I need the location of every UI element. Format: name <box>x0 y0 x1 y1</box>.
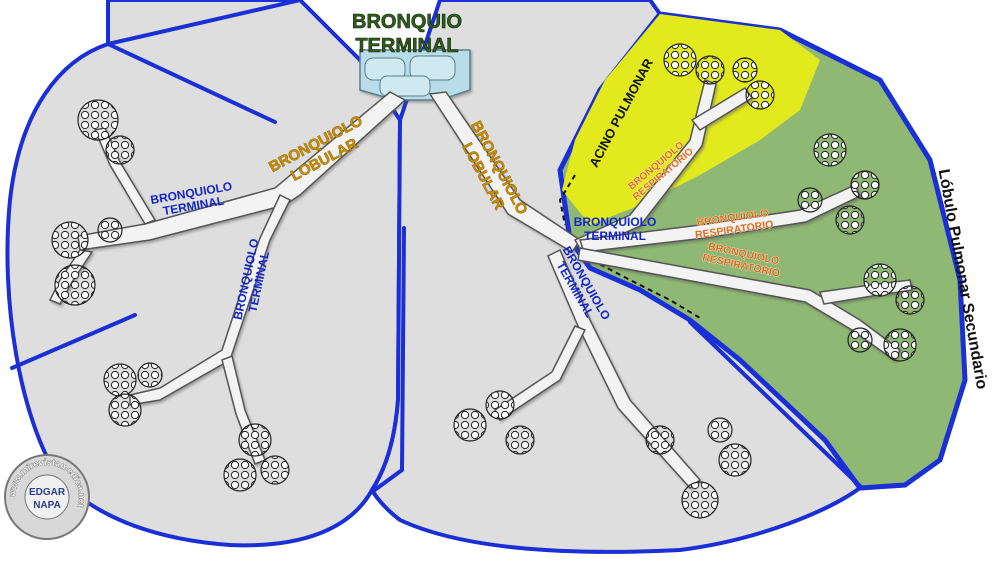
alveolar-sac <box>453 408 487 442</box>
septum-line <box>400 226 406 472</box>
alveolar-sac <box>847 327 873 353</box>
alveolar-sac <box>707 417 733 443</box>
alveolar-sac <box>54 264 96 306</box>
alveolar-sac <box>103 363 137 397</box>
alveolar-sac <box>695 55 725 85</box>
terminal-label-c-group: BRONQUIOLO TERMINAL <box>574 215 657 243</box>
alveolar-sac <box>663 43 697 77</box>
seal-center-line2: NAPA <box>33 500 61 511</box>
alveolar-sac <box>835 205 865 235</box>
alveolar-sac <box>718 443 752 477</box>
alveolar-sac <box>732 57 758 83</box>
interlobular-septa <box>10 0 864 494</box>
alveolar-sac <box>260 455 290 485</box>
lobule-regions <box>5 0 968 554</box>
alveolar-sac <box>645 425 675 455</box>
alveolar-sac <box>485 390 515 420</box>
acinus-dashed-border <box>558 174 576 226</box>
alveolar-sac <box>863 263 897 297</box>
watermark-seal: www.mirevistamedica.net EDGAR NAPA <box>4 454 90 540</box>
alveolar-sac <box>681 481 719 519</box>
alveolar-sac <box>223 458 257 492</box>
terminal-label-c-2: TERMINAL <box>584 229 646 243</box>
alveolar-sac <box>238 423 272 457</box>
alveolar-sac <box>505 425 535 455</box>
seal-inner <box>24 474 70 520</box>
bronquio-terminal-label: BRONQUIO <box>352 11 462 33</box>
septum-line <box>688 320 864 490</box>
bronquio-terminal-label-2: TERMINAL <box>355 35 458 57</box>
alveolar-sac <box>77 99 119 141</box>
alveolar-sac <box>797 187 823 213</box>
alveolar-sac <box>813 133 847 167</box>
alveolar-sac <box>137 362 163 388</box>
terminal-bronchus <box>359 49 471 101</box>
alveolar-sac <box>895 285 925 315</box>
alveolar-sac <box>105 135 135 165</box>
septum-line <box>370 468 404 494</box>
alveolar-sac <box>745 80 775 110</box>
secondary-lobule-dashed-border <box>591 259 701 319</box>
alveolar-sac <box>883 328 917 362</box>
alveolar-sac <box>850 170 880 200</box>
seal-center-line1: EDGAR <box>29 487 66 498</box>
septum-line <box>106 42 277 124</box>
alveolar-sac <box>97 217 123 243</box>
alveolar-sac <box>51 221 89 259</box>
terminal-label-c: BRONQUIOLO <box>574 215 657 229</box>
alveolar-clusters <box>51 43 925 519</box>
alveolar-sac <box>108 393 142 427</box>
septum-line <box>10 313 137 370</box>
